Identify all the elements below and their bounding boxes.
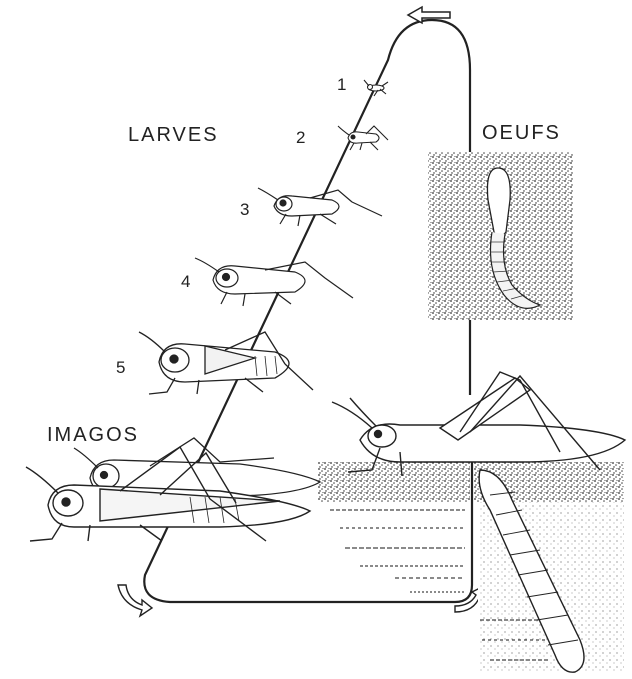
- nymph-stage-1: [364, 80, 388, 96]
- stage-number-5: 5: [116, 358, 125, 378]
- nymph-stage-5: [139, 332, 313, 394]
- nymph-stage-4: [195, 258, 353, 306]
- stage-number-2: 2: [296, 128, 305, 148]
- imagos-label: IMAGOS: [47, 424, 139, 447]
- stage-number-4: 4: [181, 272, 190, 292]
- oeufs-label: OEUFS: [482, 122, 561, 145]
- stage-number-1: 1: [337, 75, 346, 95]
- stage-number-3: 3: [240, 200, 249, 220]
- nymph-stage-2: [338, 126, 388, 150]
- nymph-stage-3: [258, 188, 382, 226]
- egg-pod-panel: [428, 152, 573, 320]
- larves-label: LARVES: [128, 124, 219, 147]
